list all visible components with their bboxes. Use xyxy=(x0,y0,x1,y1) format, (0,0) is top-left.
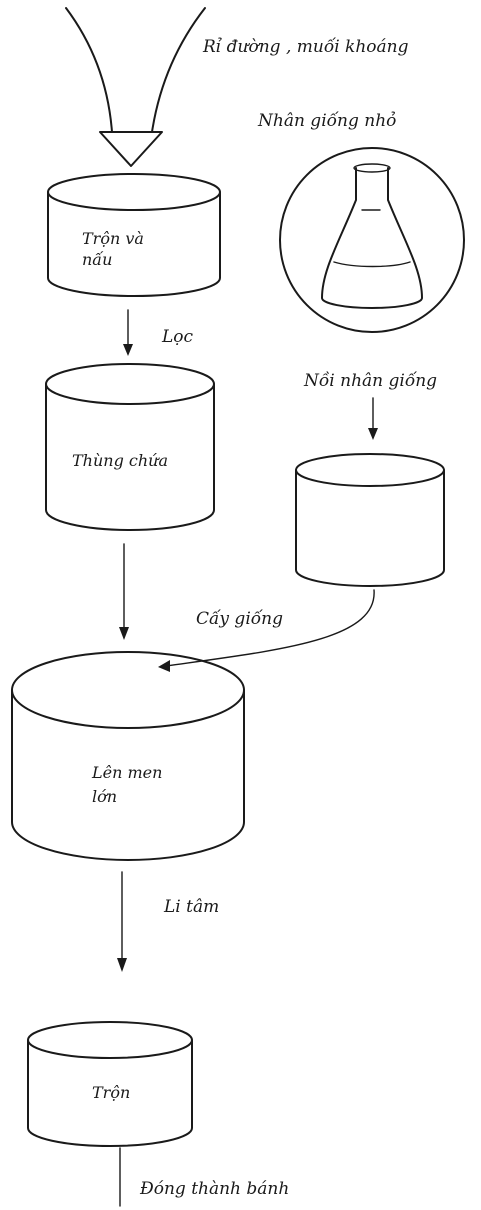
mix-cook-label-2: nấu xyxy=(82,250,112,269)
culture-flask xyxy=(279,147,465,333)
storage-to-fermenter-arrow xyxy=(119,543,129,640)
mixer-label: Trộn xyxy=(92,1083,130,1102)
storage-tank-label: Thùng chứa xyxy=(72,451,168,470)
main-fermenter-label-1: Lên men xyxy=(91,763,162,782)
input-funnel xyxy=(65,7,206,167)
filter-arrow xyxy=(123,309,133,356)
centrifuge-arrow xyxy=(117,871,127,972)
inoculate-arrow xyxy=(158,589,375,672)
filter-label: Lọc xyxy=(161,327,194,347)
main-fermenter-tank xyxy=(11,651,245,861)
mix-cook-label-1: Trộn và xyxy=(82,229,144,248)
input-label: Rỉ đường , muối khoáng xyxy=(202,37,409,57)
main-fermenter-label-2: lớn xyxy=(92,787,117,806)
press-cakes-label: Đóng thành bánh xyxy=(139,1179,289,1199)
seed-vessel-tank xyxy=(295,453,445,587)
seed-vessel-label: Nồi nhân giống xyxy=(303,371,437,391)
small-culture-label: Nhân giống nhỏ xyxy=(257,111,396,131)
mixer-tank xyxy=(27,1021,193,1147)
centrifuge-label: Li tâm xyxy=(163,897,219,917)
mix-cook-tank xyxy=(47,173,221,297)
storage-tank xyxy=(45,363,215,531)
inoculate-label: Cấy giống xyxy=(196,609,283,629)
seed-arrow xyxy=(368,397,378,440)
